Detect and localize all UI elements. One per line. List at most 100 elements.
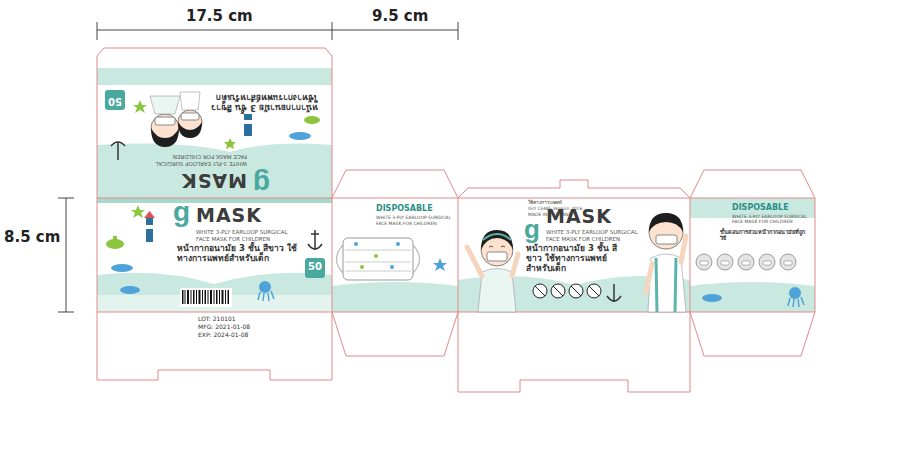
front-illustration [187, 290, 189, 304]
front-illustration [146, 218, 153, 242]
count-badge: 50 [105, 90, 125, 110]
mask-illustration [433, 258, 447, 271]
step-illustration [717, 254, 733, 270]
flap-illustration [244, 114, 252, 136]
front-illustration [191, 290, 192, 304]
panel-text: 50 [105, 96, 125, 108]
front-illustration [228, 290, 230, 304]
box-panel: DISPOSABLE WHITE 3-PLY EARLOOP SURGICALFA… [332, 198, 458, 312]
panel-ground [97, 198, 332, 312]
dieline [332, 312, 458, 356]
dimension-line [97, 22, 98, 40]
mask-illustration [345, 250, 411, 251]
panel-text: WHITE 3-PLY EARLOOP SURGICAL FACE MASK F… [732, 214, 812, 224]
children-illustration [681, 236, 686, 262]
flap-illustration [117, 142, 119, 160]
panel-text: g [173, 198, 190, 226]
front-illustration [182, 290, 184, 304]
dieline [458, 180, 690, 198]
flap-illustration [151, 128, 179, 147]
panel-ground [97, 85, 332, 152]
panel-text: WHITE 3-PLY EARLOOP SURGICAL [546, 229, 638, 235]
panel-text: FACE MASK FOR CHILDREN [196, 236, 270, 242]
mask-illustration [343, 238, 413, 280]
dimension-line [97, 30, 332, 31]
panel-ground [97, 198, 332, 203]
step-illustration [763, 261, 771, 265]
flap-illustration [289, 132, 311, 140]
panel-text: FACE MASK FOR CHILDREN [376, 221, 437, 226]
front-illustration [216, 290, 218, 304]
children-illustration [481, 230, 513, 250]
print-code: MFG: 2021-01-08 [198, 324, 250, 331]
front-illustration [210, 290, 212, 304]
panel-ground [690, 282, 815, 312]
step-illustration [696, 254, 796, 270]
dimension-line [458, 22, 459, 40]
children-illustration [656, 258, 657, 312]
front-illustration [219, 290, 220, 304]
children-illustration [467, 247, 482, 276]
flap-illustration [180, 92, 200, 110]
step-illustration [784, 261, 792, 265]
print-code: EXP: 2024-01-08 [198, 332, 248, 339]
front-illustration [308, 244, 322, 249]
panel-text: 50 [305, 261, 325, 273]
count-badge: 50 [305, 258, 325, 278]
panel-text: DISPOSABLE [376, 204, 433, 213]
front-illustration [259, 281, 271, 293]
panel-ground [458, 198, 690, 312]
dimension-line [58, 198, 74, 199]
children-illustration [535, 286, 599, 296]
children-illustration [613, 284, 615, 302]
children-illustration [483, 234, 511, 240]
panel-text: FACE MASK FOR CHILDREN [546, 236, 620, 242]
dimension-line [332, 30, 458, 31]
step-illustration [788, 297, 804, 307]
panel-text: หน้ากากอนามัย 3 ชั้น สีขาว ใช้ทางการแพทย… [526, 244, 631, 273]
flap-illustration [181, 113, 199, 120]
step-illustration [780, 254, 796, 270]
dimension-line [58, 22, 458, 312]
panel-text: WHITE 3-PLY EARLOOP SURGICAL [376, 215, 451, 220]
flap-illustration [224, 138, 236, 149]
box-panel: DISPOSABLEWHITE 3-PLY EARLOOP SURGICAL F… [690, 198, 815, 312]
children-illustration [646, 264, 652, 292]
dieline [97, 48, 815, 392]
children-illustration [656, 235, 677, 244]
flap-illustration [304, 116, 320, 124]
front-illustration [131, 205, 145, 218]
flap-illustration [133, 100, 147, 113]
dieline [690, 312, 815, 356]
box-panel: ใช้ทางการแพทย์ISO 13485 Version 2016MADE… [458, 198, 690, 312]
mask-illustration [337, 238, 448, 280]
flap-illustration [178, 122, 202, 138]
dieline [458, 312, 690, 392]
front-illustration [106, 239, 124, 249]
front-illustration [196, 290, 197, 304]
front-illustration [214, 290, 215, 304]
dimension-label: 8.5 cm [4, 229, 60, 246]
mask-illustration [374, 254, 378, 258]
front-illustration [113, 236, 117, 240]
children-illustration [533, 284, 601, 298]
panel-ground [97, 50, 815, 312]
flap-illustration [244, 120, 252, 124]
front-illustration [208, 290, 209, 304]
panel-ground [97, 50, 332, 198]
children-illustration [649, 213, 683, 232]
children-illustration [487, 252, 507, 261]
panel-text: WHITE 3-PLY EARLOOP SURGICAL [155, 161, 247, 167]
front-illustration [225, 290, 226, 304]
front-illustration [106, 205, 322, 307]
mask-illustration [337, 245, 344, 273]
step-illustration [696, 254, 712, 270]
panel-ground [97, 273, 332, 312]
front-illustration [314, 230, 316, 250]
front-illustration [199, 290, 201, 304]
step-illustration [759, 254, 775, 270]
dieline [97, 198, 815, 312]
panel-text: FACE MASK FOR CHILDREN [173, 154, 247, 160]
mask-illustration [345, 262, 411, 263]
